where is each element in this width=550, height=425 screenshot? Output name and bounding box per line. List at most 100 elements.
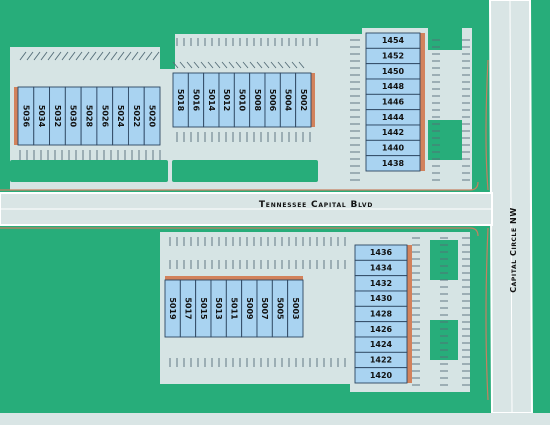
- unit-label: 1422: [370, 356, 392, 365]
- unit-5032[interactable]: 5032: [49, 86, 66, 146]
- island-se-bottom: [430, 320, 458, 360]
- unit-label: 5010: [238, 89, 247, 112]
- unit-5011[interactable]: 5011: [225, 279, 243, 338]
- unit-label: 1432: [370, 279, 392, 288]
- unit-5024[interactable]: 5024: [112, 86, 129, 146]
- unit-5026[interactable]: 5026: [96, 86, 114, 146]
- firewall-strip: [407, 245, 412, 383]
- unit-1450[interactable]: 1450: [365, 63, 421, 80]
- unit-5034[interactable]: 5034: [33, 86, 51, 146]
- unit-label: 5011: [230, 297, 239, 320]
- unit-label: 5018: [176, 89, 185, 112]
- unit-1440[interactable]: 1440: [365, 139, 421, 157]
- unit-label: 1448: [382, 82, 405, 91]
- unit-1446[interactable]: 1446: [365, 93, 421, 111]
- unit-label: 1444: [382, 113, 405, 122]
- unit-1442[interactable]: 1442: [365, 124, 421, 141]
- unit-1428[interactable]: 1428: [354, 305, 408, 323]
- unit-label: 5012: [222, 89, 231, 111]
- unit-5003[interactable]: 5003: [287, 279, 304, 338]
- unit-5028[interactable]: 5028: [80, 86, 98, 146]
- island-ne-top: [428, 28, 462, 50]
- unit-5016[interactable]: 5016: [187, 72, 205, 128]
- unit-label: 5003: [291, 297, 300, 319]
- unit-label: 1426: [370, 325, 393, 334]
- unit-5017[interactable]: 5017: [179, 279, 197, 338]
- unit-label: 5002: [299, 89, 308, 111]
- firewall-strip: [311, 73, 315, 127]
- island-ne-bottom: [428, 120, 462, 160]
- unit-label: 5008: [253, 89, 262, 112]
- unit-shape: [365, 155, 421, 172]
- unit-1422[interactable]: 1422: [354, 351, 408, 369]
- unit-label: 5028: [85, 105, 94, 128]
- unit-5015[interactable]: 5015: [195, 279, 212, 338]
- unit-label: 1424: [370, 340, 393, 349]
- unit-label: 5013: [214, 297, 223, 319]
- unit-5020[interactable]: 5020: [143, 86, 161, 146]
- unit-label: 1440: [382, 144, 405, 153]
- street-label-horizontal: Tennessee Capital Blvd: [259, 200, 373, 210]
- unit-1448[interactable]: 1448: [365, 78, 421, 95]
- unit-5012[interactable]: 5012: [218, 72, 235, 128]
- unit-label: 1420: [370, 371, 393, 380]
- unit-label: 1438: [382, 159, 405, 168]
- unit-5008[interactable]: 5008: [249, 72, 266, 128]
- unit-label: 1434: [370, 264, 393, 273]
- unit-shape: [295, 72, 312, 128]
- parking-stalls: [19, 38, 470, 386]
- unit-label: 5019: [168, 297, 177, 320]
- unit-1452[interactable]: 1452: [365, 47, 421, 65]
- unit-5013[interactable]: 5013: [210, 279, 227, 338]
- unit-1436[interactable]: 1436: [354, 244, 408, 261]
- island-se-top: [430, 240, 458, 280]
- unit-label: 5017: [184, 297, 193, 319]
- unit-shape: [143, 86, 161, 146]
- unit-label: 1430: [370, 294, 393, 303]
- unit-1454[interactable]: 1454: [365, 32, 421, 49]
- unit-label: 5016: [192, 89, 201, 112]
- unit-label: 1450: [382, 67, 405, 76]
- unit-label: 5032: [53, 105, 62, 127]
- unit-5004[interactable]: 5004: [279, 72, 297, 128]
- unit-label: 1446: [382, 98, 405, 107]
- unit-label: 5026: [100, 105, 109, 128]
- unit-1432[interactable]: 1432: [354, 275, 408, 292]
- unit-label: 5030: [69, 105, 78, 128]
- curb-north: [0, 181, 479, 191]
- unit-label: 5020: [148, 105, 157, 128]
- unit-5019[interactable]: 5019: [164, 279, 181, 338]
- unit-1434[interactable]: 1434: [354, 259, 408, 277]
- unit-1424[interactable]: 1424: [354, 336, 408, 353]
- block-se: 1436 1434 1432 1430 1428 1426 1424 1422 1420: [354, 244, 412, 384]
- unit-1438[interactable]: 1438: [365, 155, 421, 172]
- unit-5009[interactable]: 5009: [241, 279, 258, 338]
- unit-5036[interactable]: 5036: [17, 86, 35, 146]
- unit-1426[interactable]: 1426: [354, 321, 408, 338]
- unit-1420[interactable]: 1420: [354, 367, 408, 384]
- unit-5018[interactable]: 5018: [172, 72, 189, 128]
- island-mid: [172, 160, 318, 182]
- street-label-vertical: Capital Circle NW: [509, 207, 518, 293]
- unit-1444[interactable]: 1444: [365, 109, 421, 126]
- unit-1430[interactable]: 1430: [354, 290, 408, 307]
- unit-5014[interactable]: 5014: [203, 72, 220, 128]
- unit-label: 1436: [370, 248, 393, 257]
- unit-5010[interactable]: 5010: [233, 72, 251, 128]
- landscape-islands: [10, 28, 462, 360]
- unit-5002[interactable]: 5002: [295, 72, 312, 128]
- unit-5005[interactable]: 5005: [271, 279, 289, 338]
- unit-5007[interactable]: 5007: [256, 279, 273, 338]
- unit-5022[interactable]: 5022: [127, 86, 145, 146]
- unit-5030[interactable]: 5030: [64, 86, 82, 146]
- unit-label: 5009: [245, 297, 254, 320]
- unit-5006[interactable]: 5006: [264, 72, 281, 128]
- unit-label: 5024: [116, 105, 125, 128]
- firewall-strip: [165, 276, 303, 280]
- unit-label: 5004: [284, 89, 293, 112]
